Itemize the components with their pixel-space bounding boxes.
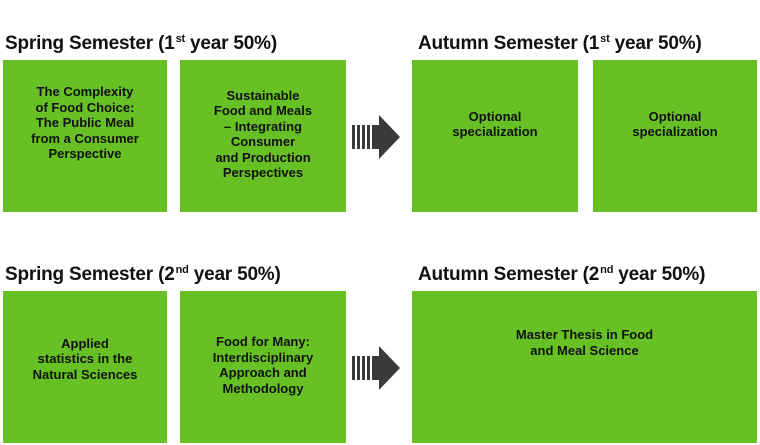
course-box-food-for-many: Food for Many: Interdisciplinary Approac… <box>180 291 346 443</box>
course-box-complexity-food-choice: The Complexity of Food Choice: The Publi… <box>3 60 167 212</box>
course-box-optional-specialization-2: Optional specialization <box>593 60 757 212</box>
autumn-semester-year2-heading: Autumn Semester (2nd year 50%) <box>418 264 706 285</box>
course-box-optional-specialization-1: Optional specialization <box>412 60 578 212</box>
course-box-master-thesis: Master Thesis in Food and Meal Science <box>412 291 757 443</box>
spring-semester-year2-heading: Spring Semester (2nd year 50%) <box>5 264 281 285</box>
spring-semester-year1-heading: Spring Semester (1st year 50%) <box>5 33 277 54</box>
autumn-semester-year1-heading: Autumn Semester (1st year 50%) <box>418 33 702 54</box>
striped-right-arrow-icon <box>352 346 400 390</box>
striped-right-arrow-icon <box>352 115 400 159</box>
course-box-sustainable-food: Sustainable Food and Meals – Integrating… <box>180 60 346 212</box>
course-box-applied-statistics: Applied statistics in the Natural Scienc… <box>3 291 167 443</box>
